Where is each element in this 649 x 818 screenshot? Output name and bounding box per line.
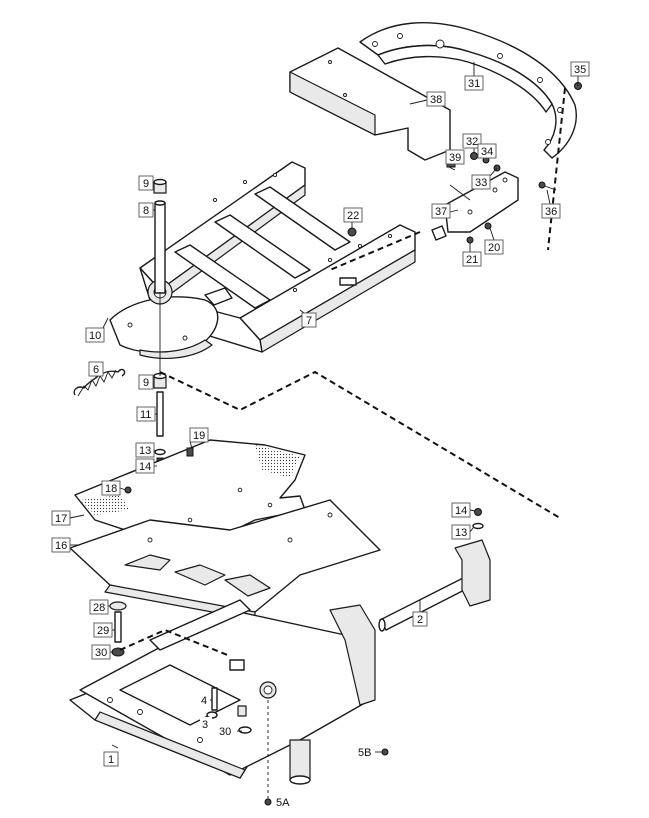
cap-9-upper bbox=[153, 178, 167, 194]
svg-text:34: 34 bbox=[481, 146, 493, 158]
callout-6: 6 bbox=[88, 361, 104, 378]
callout-9-upper: 9 bbox=[138, 175, 154, 191]
callout-14-right: 14 bbox=[451, 502, 476, 518]
svg-text:21: 21 bbox=[466, 254, 478, 266]
svg-text:39: 39 bbox=[449, 152, 461, 164]
callout-35: 35 bbox=[570, 61, 590, 86]
svg-text:8: 8 bbox=[143, 205, 149, 217]
svg-text:31: 31 bbox=[468, 78, 480, 90]
callout-21: 21 bbox=[462, 243, 482, 267]
svg-text:38: 38 bbox=[430, 94, 442, 106]
svg-text:33: 33 bbox=[475, 177, 487, 189]
svg-text:10: 10 bbox=[89, 330, 101, 342]
callout-17: 17 bbox=[51, 510, 85, 526]
axle-2 bbox=[378, 508, 491, 632]
callout-28: 28 bbox=[89, 599, 110, 615]
callout-22: 22 bbox=[343, 207, 363, 228]
callout-1: 1 bbox=[103, 744, 119, 767]
callout-19: 19 bbox=[186, 427, 209, 457]
svg-text:9: 9 bbox=[143, 178, 149, 190]
svg-text:1: 1 bbox=[108, 754, 114, 766]
callout-11: 11 bbox=[136, 406, 157, 422]
svg-text:14: 14 bbox=[139, 461, 151, 473]
callout-5a: 5A bbox=[264, 795, 294, 809]
svg-text:35: 35 bbox=[574, 64, 586, 76]
svg-text:28: 28 bbox=[93, 602, 105, 614]
callout-31: 31 bbox=[464, 62, 484, 91]
lower-frame-1 bbox=[69, 599, 389, 785]
callout-30-left: 30 bbox=[91, 644, 112, 660]
svg-text:30: 30 bbox=[219, 726, 231, 738]
svg-text:5B: 5B bbox=[358, 747, 371, 759]
callout-34: 34 bbox=[477, 143, 497, 159]
callout-7: 7 bbox=[299, 309, 317, 328]
svg-text:7: 7 bbox=[306, 315, 312, 327]
svg-text:37: 37 bbox=[435, 206, 447, 218]
callout-4: 4 bbox=[200, 693, 212, 707]
callout-13-right: 13 bbox=[451, 524, 474, 540]
lower-pin-stack bbox=[153, 372, 167, 471]
svg-text:29: 29 bbox=[97, 625, 109, 637]
callout-36: 36 bbox=[541, 189, 561, 219]
callout-30-center: 30 bbox=[217, 724, 242, 738]
svg-text:18: 18 bbox=[105, 483, 117, 495]
side-bracket-37 bbox=[431, 171, 519, 241]
svg-text:17: 17 bbox=[55, 513, 67, 525]
callout-39: 39 bbox=[445, 149, 465, 165]
callout-20: 20 bbox=[484, 227, 504, 255]
svg-text:32: 32 bbox=[466, 136, 478, 148]
callout-16: 16 bbox=[51, 537, 80, 553]
svg-text:3: 3 bbox=[202, 719, 208, 731]
callout-5b: 5B bbox=[357, 745, 382, 759]
svg-text:14: 14 bbox=[455, 505, 467, 517]
pivot-pin-8 bbox=[154, 200, 166, 294]
callout-13-left: 13 bbox=[135, 442, 157, 458]
callout-2: 2 bbox=[412, 600, 428, 627]
svg-text:6: 6 bbox=[93, 364, 99, 376]
callout-33: 33 bbox=[471, 167, 498, 190]
pivot-plate-10 bbox=[109, 279, 233, 360]
callout-38: 38 bbox=[409, 91, 446, 107]
svg-text:30: 30 bbox=[95, 647, 107, 659]
callout-37: 37 bbox=[431, 203, 459, 219]
svg-text:2: 2 bbox=[417, 614, 423, 626]
callout-18: 18 bbox=[101, 480, 132, 496]
svg-text:19: 19 bbox=[193, 430, 205, 442]
callout-3: 3 bbox=[200, 717, 212, 731]
curved-bracket-31 bbox=[359, 22, 577, 159]
reference-lines bbox=[101, 87, 566, 800]
callout-8: 8 bbox=[138, 202, 155, 218]
svg-text:22: 22 bbox=[347, 210, 359, 222]
svg-text:4: 4 bbox=[201, 695, 207, 707]
svg-text:13: 13 bbox=[139, 445, 151, 457]
callout-10: 10 bbox=[85, 327, 105, 343]
upper-hardware bbox=[347, 82, 582, 244]
callout-32: 32 bbox=[462, 133, 482, 152]
floor-pan-17 bbox=[74, 439, 306, 549]
svg-text:36: 36 bbox=[545, 206, 557, 218]
svg-text:5A: 5A bbox=[276, 797, 290, 809]
floor-pan-16 bbox=[69, 499, 381, 621]
svg-text:13: 13 bbox=[455, 527, 467, 539]
svg-text:9: 9 bbox=[143, 377, 149, 389]
upper-frame-7 bbox=[139, 161, 416, 353]
svg-text:20: 20 bbox=[488, 242, 500, 254]
svg-text:16: 16 bbox=[55, 540, 67, 552]
mounting-plate-38 bbox=[289, 47, 451, 161]
callout-14-left: 14 bbox=[135, 458, 157, 474]
callout-9-lower: 9 bbox=[138, 374, 154, 390]
callout-29: 29 bbox=[93, 622, 115, 638]
left-bolt-stack bbox=[109, 601, 127, 657]
svg-text:11: 11 bbox=[140, 409, 151, 421]
